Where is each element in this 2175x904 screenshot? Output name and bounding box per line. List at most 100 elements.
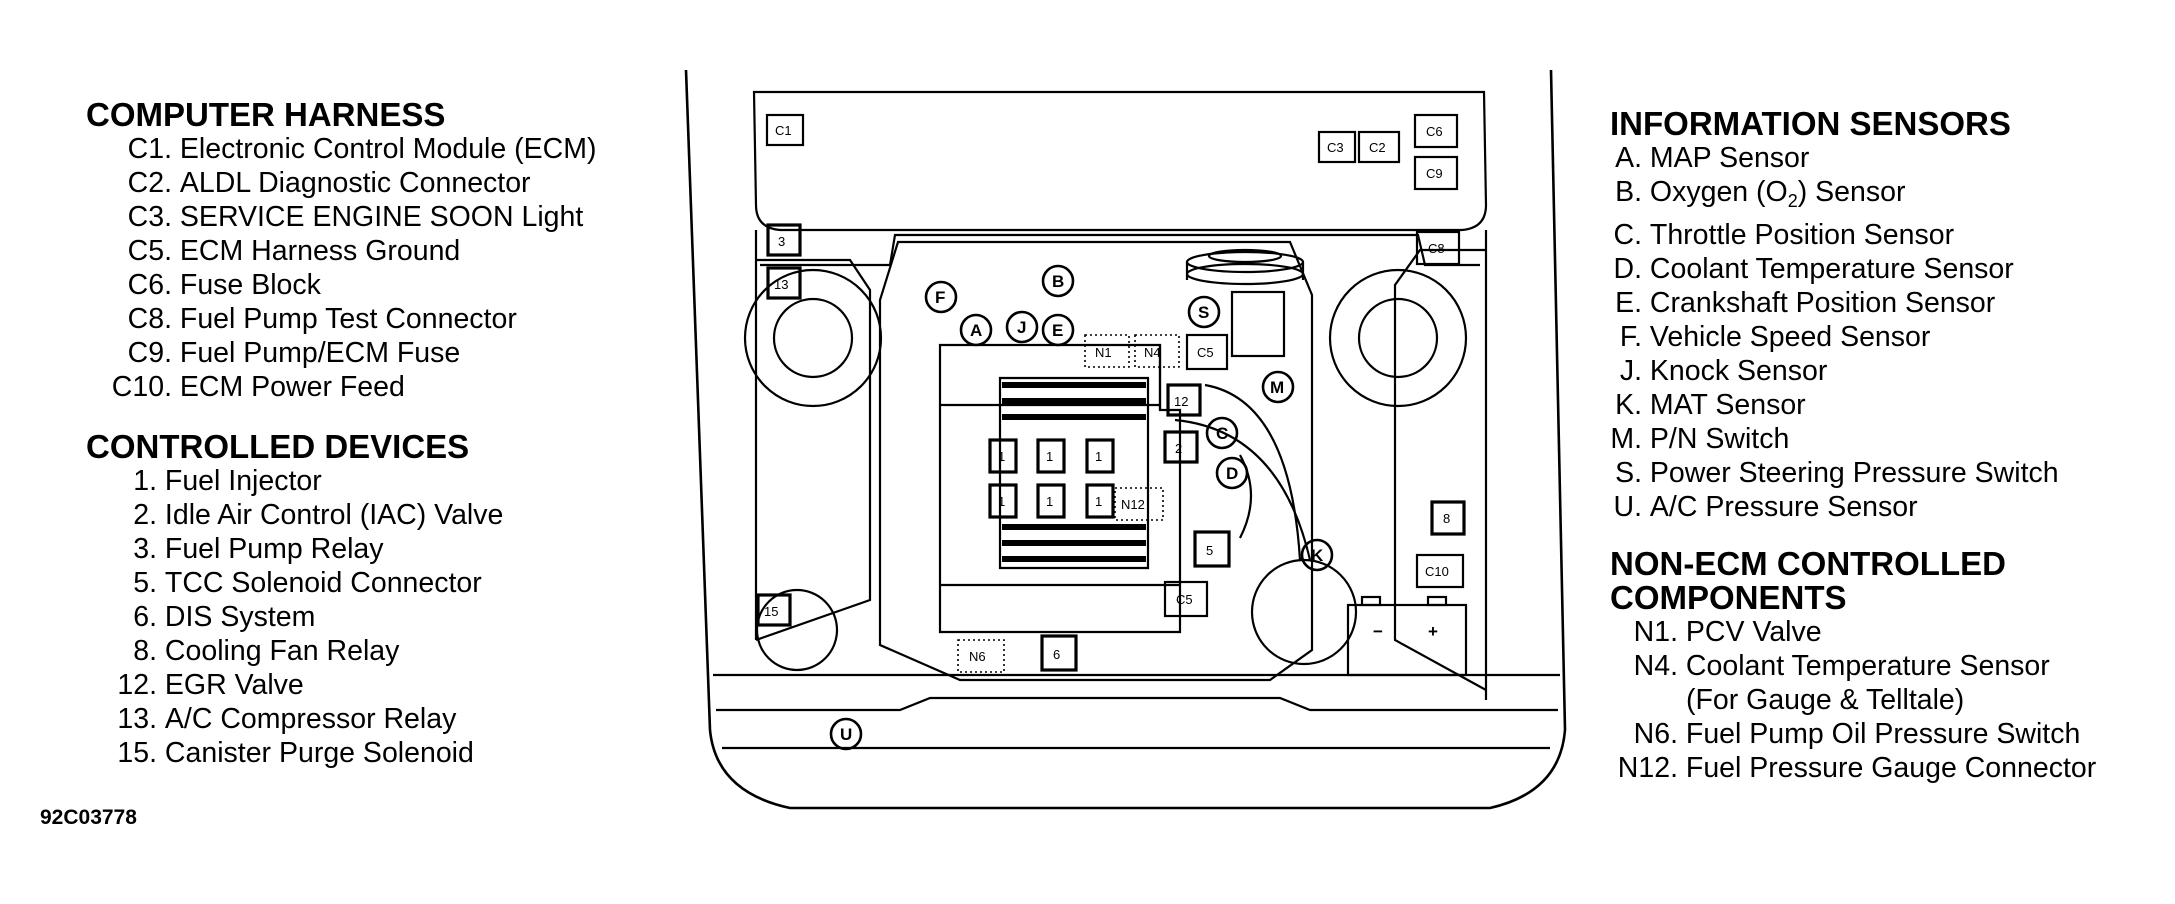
firewall-line <box>760 233 1480 267</box>
right-strut-outer <box>1328 268 1468 408</box>
canister <box>755 588 839 672</box>
connector-c2: C2 <box>1357 130 1401 164</box>
svg-text:C: C <box>1216 424 1228 443</box>
list-item: C9. Fuel Pump/ECM Fuse <box>127 337 461 369</box>
list-item: C2. ALDL Diagnostic Connector <box>127 167 531 199</box>
connector-c9: C9 <box>1413 155 1459 191</box>
svg-text:1: 1 <box>1095 449 1102 464</box>
c5-bottom-label: C5 <box>1176 592 1193 607</box>
iac-valve-2: 2 <box>1163 430 1199 464</box>
sensor-b: B <box>1041 264 1075 298</box>
list-item: N6. Fuel Pump Oil Pressure Switch <box>1633 718 2081 750</box>
c8-label: C8 <box>1428 241 1445 256</box>
ps-pump <box>1230 290 1286 358</box>
r6-label: 6 <box>1053 647 1060 662</box>
connector-c5-top: C5 <box>1185 333 1229 371</box>
injector: 1 <box>988 438 1018 474</box>
throttle-cable <box>1204 383 1302 561</box>
controlled-devices-heading: CONTROLLED DEVICES <box>86 428 470 465</box>
svg-text:J: J <box>1017 318 1026 337</box>
list-item: 6. DIS System <box>133 601 316 633</box>
list-item: A. MAP Sensor <box>1615 142 1810 174</box>
list-item: 12. EGR Valve <box>117 669 304 701</box>
svg-text:D: D <box>1226 464 1238 483</box>
n4-coolant-sensor: N4 <box>1134 334 1180 368</box>
list-item: 8. Cooling Fan Relay <box>133 635 400 667</box>
throttle-cable <box>1174 418 1312 561</box>
svg-text:U: U <box>840 725 852 744</box>
list-item: K. MAT Sensor <box>1615 389 1806 421</box>
body-outline <box>684 69 1567 810</box>
svg-text:1: 1 <box>1046 494 1053 509</box>
engine-block-outline <box>878 240 1314 682</box>
list-item: 5. TCC Solenoid Connector <box>133 567 482 599</box>
battery-minus-label: − <box>1373 622 1383 641</box>
r3-label: 3 <box>778 234 785 249</box>
n12-label: N12 <box>1121 497 1145 512</box>
list-item: B. Oxygen (O2) Sensor <box>1615 176 1906 211</box>
intake-manifold <box>938 343 1182 634</box>
sensor-k: K <box>1300 538 1334 572</box>
c10-label: C10 <box>1425 564 1449 579</box>
svg-text:K: K <box>1311 546 1324 565</box>
r15-label: 15 <box>764 604 778 619</box>
connector-c8: C8 <box>1415 230 1461 266</box>
sensor-d: D <box>1215 456 1249 490</box>
connector-c3: C3 <box>1317 130 1357 164</box>
controlled-devices-list: 1. Fuel Injector 2. Idle Air Control (IA… <box>86 464 596 770</box>
injector: 1 <box>1036 438 1066 474</box>
n1-label: N1 <box>1095 345 1112 360</box>
list-item: F. Vehicle Speed Sensor <box>1619 321 1931 353</box>
list-item: C6. Fuse Block <box>127 269 321 301</box>
right-legend: INFORMATION SENSORS A. MAP Sensor B. Oxy… <box>1610 107 2096 785</box>
list-item: (For Gauge & Telltale) <box>1686 684 1965 716</box>
sensor-u: U <box>829 717 863 751</box>
list-item: C5. ECM Harness Ground <box>127 235 461 267</box>
left-strut-outer <box>743 268 883 408</box>
injector: 1 <box>1085 483 1115 519</box>
relay-13: 13 <box>766 266 802 300</box>
c5-top-label: C5 <box>1197 345 1214 360</box>
battery-terminal <box>1360 595 1382 607</box>
list-item: 2. Idle Air Control (IAC) Valve <box>133 499 504 531</box>
connector-c6: C6 <box>1413 113 1459 149</box>
sensor-e: E <box>1041 313 1075 347</box>
information-sensors-heading: INFORMATION SENSORS <box>1610 105 2011 142</box>
svg-text:1: 1 <box>998 449 1005 464</box>
computer-harness-heading: COMPUTER HARNESS <box>86 96 446 133</box>
list-item: N1. PCV Valve <box>1633 616 1822 648</box>
left-strut-inner <box>772 297 854 379</box>
list-item: C. Throttle Position Sensor <box>1613 219 1955 251</box>
list-item: M. P/N Switch <box>1610 423 1790 455</box>
sensor-j: J <box>1005 310 1039 344</box>
r2-label: 2 <box>1175 441 1182 456</box>
injector: 1 <box>1085 438 1115 474</box>
relay-3: 3 <box>766 223 802 257</box>
battery <box>1346 603 1468 677</box>
dis-system-6: 6 <box>1040 634 1078 672</box>
pulley <box>1185 262 1305 286</box>
connector-c1: C1 <box>765 113 805 147</box>
r8-label: 8 <box>1443 511 1450 526</box>
svg-text:1: 1 <box>998 494 1005 509</box>
plenum <box>998 376 1150 570</box>
list-item: U. A/C Pressure Sensor <box>1613 491 1918 523</box>
connector-c5-bottom: C5 <box>1163 580 1209 618</box>
fan-relay-8: 8 <box>1430 500 1466 536</box>
list-item: S. Power Steering Pressure Switch <box>1615 457 2059 489</box>
c3-label: C3 <box>1327 140 1344 155</box>
n4-label: N4 <box>1144 345 1161 360</box>
list-item: 1. Fuel Injector <box>133 465 322 497</box>
svg-text:A: A <box>970 321 982 340</box>
sensor-a: A <box>959 313 993 347</box>
svg-text:F: F <box>935 288 945 307</box>
list-item: C1. Electronic Control Module (ECM) <box>127 133 597 165</box>
sensor-s: S <box>1187 295 1221 329</box>
non-ecm-heading-line1: NON-ECM CONTROLLED <box>1610 545 2006 582</box>
svg-text:1: 1 <box>1095 494 1102 509</box>
battery-plus-label: + <box>1428 622 1438 641</box>
sensor-c: C <box>1205 416 1239 450</box>
cowl-panel <box>752 90 1488 232</box>
svg-text:B: B <box>1052 272 1064 291</box>
